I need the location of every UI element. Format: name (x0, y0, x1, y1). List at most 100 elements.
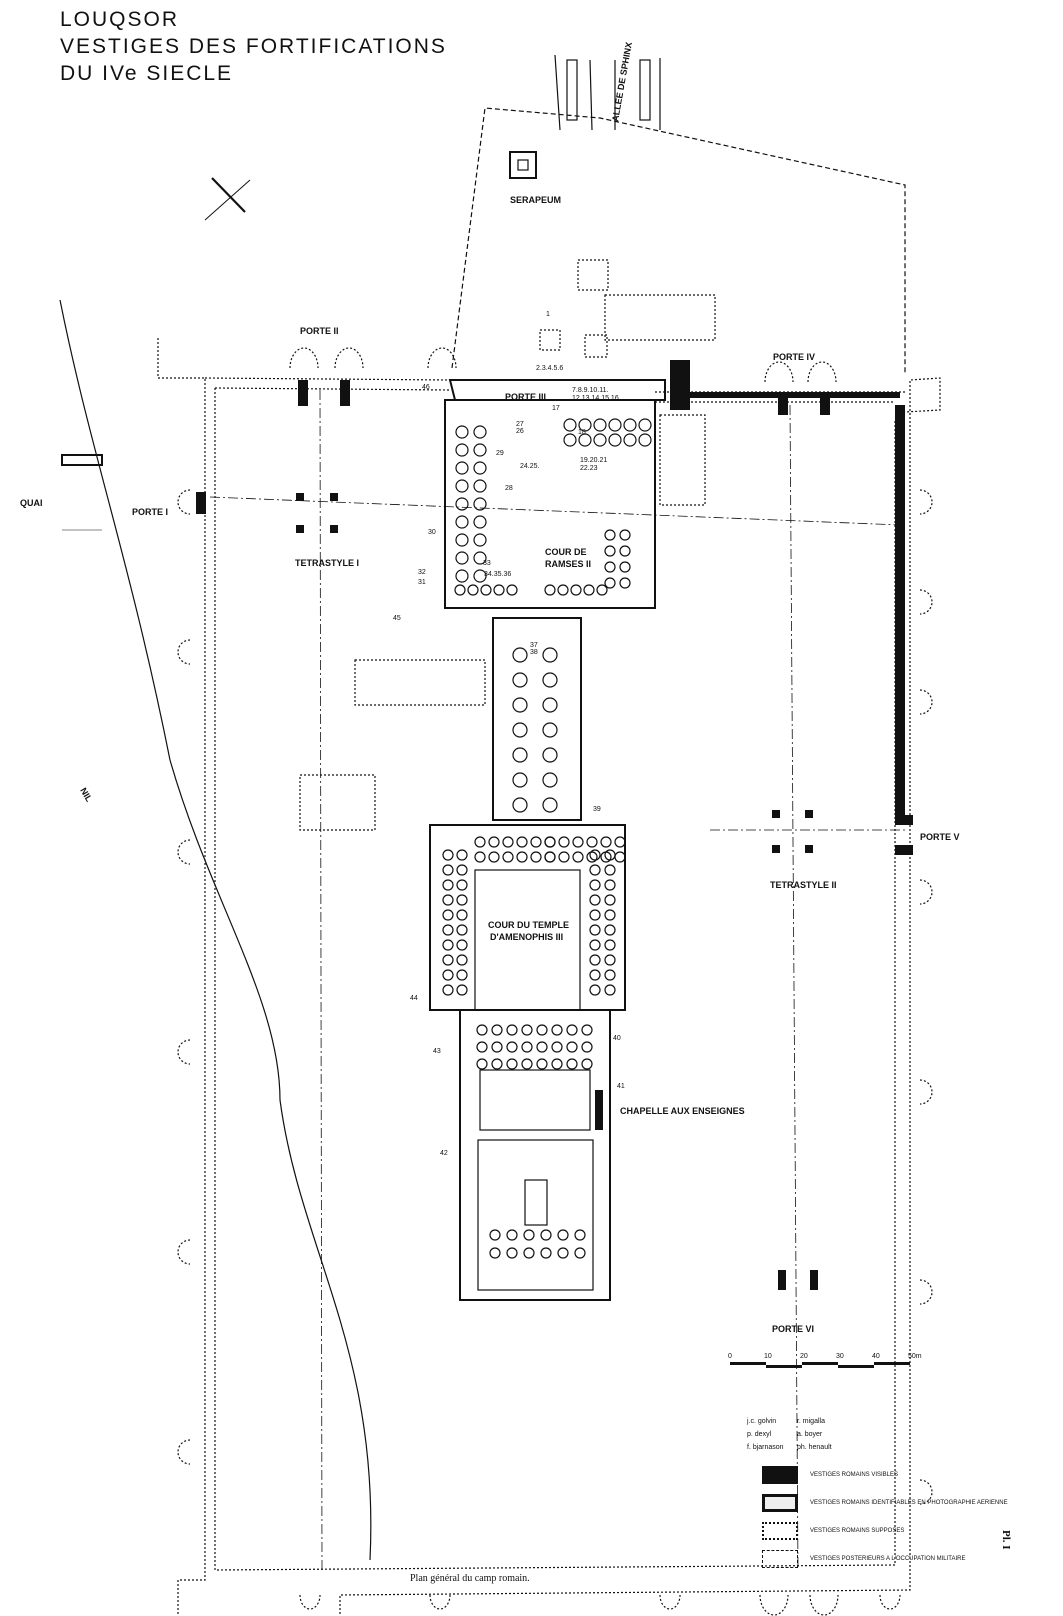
column (604, 954, 616, 966)
legend-swatch-dotted (762, 1522, 798, 1540)
column (581, 1024, 593, 1036)
column (623, 418, 637, 432)
column (604, 864, 616, 876)
column (442, 879, 454, 891)
column (551, 1024, 563, 1036)
column (600, 836, 612, 848)
reference-number: 46 (422, 384, 430, 391)
column (455, 425, 469, 439)
label-cour-ramses-2: RAMSES II (545, 559, 591, 569)
reference-number: 32 (418, 569, 426, 576)
label-quai: QUAI (20, 498, 43, 508)
column (489, 1247, 501, 1259)
column (619, 561, 631, 573)
column (516, 836, 528, 848)
reference-number: 45 (393, 615, 401, 622)
column (542, 722, 558, 738)
figure-caption: Plan général du camp romain. (410, 1573, 530, 1584)
column (502, 851, 514, 863)
column (491, 1058, 503, 1070)
column (512, 722, 528, 738)
legend-swatch-thick (762, 1494, 798, 1512)
reference-number: 19.20.21 (580, 457, 607, 464)
column (442, 894, 454, 906)
column (512, 772, 528, 788)
scale-tick-label: 30 (836, 1353, 844, 1360)
column (542, 772, 558, 788)
column (456, 879, 468, 891)
column (455, 461, 469, 475)
title-line-1: LOUQSOR (60, 8, 180, 31)
column (544, 584, 556, 596)
column (523, 1247, 535, 1259)
column (604, 561, 616, 573)
column (557, 1247, 569, 1259)
column (589, 984, 601, 996)
column (600, 851, 612, 863)
scale-tick-label: 20 (800, 1353, 808, 1360)
column (572, 851, 584, 863)
column (456, 894, 468, 906)
column (604, 529, 616, 541)
north-arrow-icon (204, 177, 251, 221)
legend-label: VESTIGES ROMAINS SUPPOSES (810, 1528, 905, 1534)
column (589, 864, 601, 876)
column (570, 584, 582, 596)
legend: VESTIGES ROMAINS VISIBLES VESTIGES ROMAI… (762, 1463, 1008, 1575)
north-enclosure (451, 107, 906, 375)
column (474, 851, 486, 863)
reference-number: 7.8.9.10.11. (572, 387, 609, 394)
column (521, 1058, 533, 1070)
label-cour-amen-1: COUR DU TEMPLE (488, 920, 569, 930)
column (542, 797, 558, 813)
column (473, 569, 487, 583)
legend-item: VESTIGES ROMAINS IDENTIFIABLES EN PHOTOG… (762, 1491, 1008, 1515)
reference-number: 44 (410, 995, 418, 1002)
column (604, 879, 616, 891)
label-porte-iv: PORTE IV (773, 352, 815, 362)
column (557, 1229, 569, 1241)
cour-amenophis-iii (429, 824, 626, 1011)
column (619, 577, 631, 589)
column (563, 433, 577, 447)
credits: j.c. golvin r. migalla p. dexyl a. boyer… (747, 1415, 845, 1454)
label-porte-iii: PORTE III (505, 392, 546, 402)
column (455, 497, 469, 511)
scale-tick-label: 50m (908, 1353, 922, 1360)
column (593, 418, 607, 432)
column (589, 969, 601, 981)
column (521, 1041, 533, 1053)
column (542, 697, 558, 713)
label-porte-vi: PORTE VI (772, 1324, 814, 1334)
column (491, 1041, 503, 1053)
column (614, 851, 626, 863)
column (476, 1058, 488, 1070)
reference-number: 24.25. (520, 463, 540, 470)
cour-ramses-ii (444, 399, 656, 609)
reference-number: 18 (578, 429, 586, 436)
legend-item: VESTIGES ROMAINS SUPPOSES (762, 1519, 1008, 1543)
column (456, 984, 468, 996)
reference-numbers: 12.3.4.5.67.8.9.10.11.12.13.14.15.161718… (393, 311, 625, 1157)
column (512, 797, 528, 813)
credit: f. bjarnason (747, 1444, 784, 1451)
column (589, 849, 601, 861)
column (442, 939, 454, 951)
column (506, 584, 518, 596)
reference-number: 26 (516, 428, 524, 435)
reference-number: 30 (428, 529, 436, 536)
column (604, 939, 616, 951)
column (516, 851, 528, 863)
column (536, 1041, 548, 1053)
reference-number: 12.13.14.15.16 (572, 395, 619, 402)
column (512, 672, 528, 688)
column (512, 747, 528, 763)
column (476, 1041, 488, 1053)
column (506, 1058, 518, 1070)
column (455, 515, 469, 529)
column (638, 433, 652, 447)
reference-number: 29 (496, 450, 504, 457)
reference-number: 22.23 (580, 465, 598, 472)
column (604, 894, 616, 906)
